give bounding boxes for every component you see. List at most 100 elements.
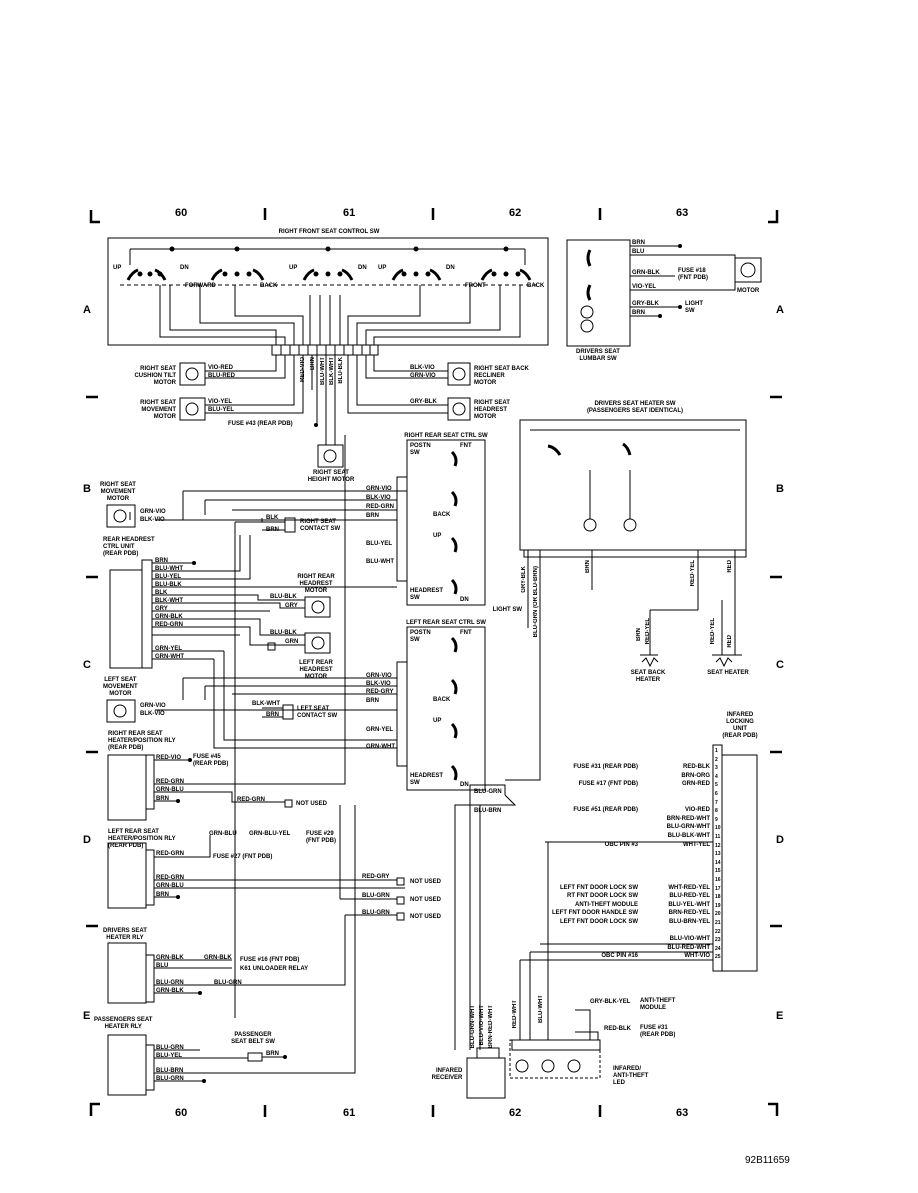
wire-gry-blk-heater: GRY-BLK [521,566,527,593]
rh-wire-2: BLU-WHT [155,566,183,572]
wire-red-grn-lr: RED-GRN [156,851,184,857]
label-dn-2: DN [358,265,367,271]
wire-red-grn-b: RED-GRN [366,504,394,510]
wire-brn-seatback: BRN [636,628,642,641]
wire-brn-belt: BRN [266,1051,279,1057]
wire-gry-blk-lumbar: GRY-BLK [632,301,659,307]
drivers-heater-rly-label: DRIVERS SEAT HEATER RLY [103,928,147,941]
lr-headrest-motor [304,632,331,654]
col-label-61: 61 [343,207,356,219]
wire-blu-wht-v: BLU-WHT [320,357,326,385]
locking-pin-number: 14 [715,859,721,866]
wire-blu-grn-right: BLU-GRN [474,789,502,795]
wire-grn-vio: GRN-VIO [410,373,436,379]
infrared-led-label: INFARED/ ANTI-THEFT LED [613,1066,649,1086]
row-label-a-right: A [776,304,784,316]
wire-red-heater: RED [727,560,733,573]
locking-row-wire: BLU-BRN-YEL [669,919,710,925]
wire-grn-blk-dh2: GRN-BLK [204,955,232,961]
wire-blu-wht-b: BLU-WHT [366,559,394,565]
locking-pin-number: 25 [715,954,721,961]
wire-gry-rrm: GRY [285,603,298,609]
rf-switch-box [107,237,549,346]
locking-row-wire: BLU-GRN-WHT [666,824,710,831]
wire-vio-yel: VIO-YEL [208,399,233,405]
rh-wire-12: GRN-WHT [155,654,184,660]
wire-brn-rr: BRN [156,796,169,802]
label-dn-1: DN [180,265,189,271]
recliner-motor-label: RIGHT SEAT BACK RECLINER MOTOR [474,366,529,386]
lr-postn-sw: POSTN SW [410,630,431,643]
label-up-1: UP [113,265,122,271]
wire-red-grn-lr2: RED-GRN [156,875,184,881]
rear-headrest-ctrl-unit [109,569,143,669]
wire-grn-blk-dh: GRN-BLK [156,955,184,961]
wire-brn-heater: BRN [585,560,591,573]
c-movement-motor-label: LEFT SEAT MOVEMENT MOTOR [103,677,138,697]
locking-row-wire: WHT-VIO [684,953,710,960]
locking-pin-number: 6 [715,791,718,797]
wire-grn-blk-dh3: GRN-BLK [156,988,184,994]
fuse45-label: FUSE #45 (REAR PDB) [193,754,229,767]
locking-row-wire: BLU-RED-YEL [669,893,710,900]
wire-red-wht-led: RED-WHT [512,1000,518,1029]
wire-blu-blk-lrm: BLU-BLK [270,630,297,636]
not-used-3: NOT USED [410,897,442,903]
fuse18-label: FUSE #18 (FNT PDB) [678,268,708,281]
wire-red-gry-c: RED-GRY [366,689,394,695]
wire-gry-blk-yel: GRY-BLK-YEL [590,999,631,1005]
locking-pin-number: 17 [715,885,721,892]
wire-grn-blu-lr: GRN-BLU [209,831,237,837]
wire-red-yel-seatback: RED-YEL [645,618,651,645]
wire-blu-yel-ph: BLU-YEL [156,1053,182,1059]
corner-mark [768,1102,779,1116]
wire-blk-vio-b: BLK-VIO [366,495,391,501]
locking-pin-number: 7 [715,799,718,806]
rr-headrest-motor-label: RIGHT REAR HEADREST MOTOR [297,574,335,594]
wire-blk-vio: BLK-VIO [410,365,435,371]
wire-grn-vio-b: GRN-VIO [366,486,392,492]
row-label-c: C [83,659,91,671]
movement-motor [179,397,206,421]
wire-blu-lumbar: BLU [632,249,645,255]
wire-red-yel-seat: RED-YEL [710,618,716,645]
motor-label: MOTOR [737,288,760,294]
label-back-2: BACK [527,283,545,289]
wire-brn-c: BRN [366,698,379,704]
headrest-motor-label: RIGHT SEAT HEADREST MOTOR [474,400,510,420]
locking-row-label: FUSE #51 (REAR PDB) [573,807,638,814]
rr-ctrl-switch-box [406,439,486,606]
wire-vio-red: VIO-RED [208,365,234,371]
locking-pin-number: 11 [715,834,721,840]
locking-pin-number: 23 [715,937,721,944]
left-contact-sw-label: LEFT SEAT CONTACT SW [297,706,338,719]
wire-brn-v: BRN [310,357,316,370]
locking-pin-number: 12 [715,842,721,849]
fuse16-label: FUSE #16 (FNT PDB) [240,957,300,963]
lumbar-switch-box [566,239,631,347]
rh-wire-4: BLU-BLK [155,582,182,588]
locking-row-wire: BRN-RED-YEL [668,910,710,917]
anti-theft-module-label: ANTI-THEFT MODULE [640,998,676,1011]
infrared-receiver-label: INFARED RECEIVER [431,1068,463,1081]
height-motor [317,444,344,468]
wire-blu-grn-dh: BLU-GRN [156,980,184,986]
label-front: FRONT [465,283,486,289]
rear-headrest-unit-label: REAR HEADREST CTRL UNIT (REAR PDB) [103,537,155,557]
b-movement-motor [106,504,136,528]
fuse27-label: FUSE #27 (FNT PDB) [213,854,273,860]
locking-pin-number: 9 [715,816,718,823]
wire-blu-red: BLU-RED [208,373,235,379]
col-label-63-bottom: 63 [676,1107,689,1119]
wire-blk-contact: BLK [266,515,279,521]
light-sw-label: LIGHT SW [685,301,703,314]
rr-postn-sw: POSTN SW [410,443,431,456]
wire-grn-blu-yel: GRN-BLU-YEL [249,831,291,837]
wire-blu-vio-wht-rcv: BLU-VIO-WHT [479,1005,485,1046]
locking-pin-number: 21 [715,920,721,926]
rh-wire-6: BLK-WHT [155,598,183,604]
lr-fnt: FNT [460,630,472,636]
row-label-e-right: E [776,1010,784,1022]
wire-blu-brn-right: BLU-BRN [474,808,502,814]
